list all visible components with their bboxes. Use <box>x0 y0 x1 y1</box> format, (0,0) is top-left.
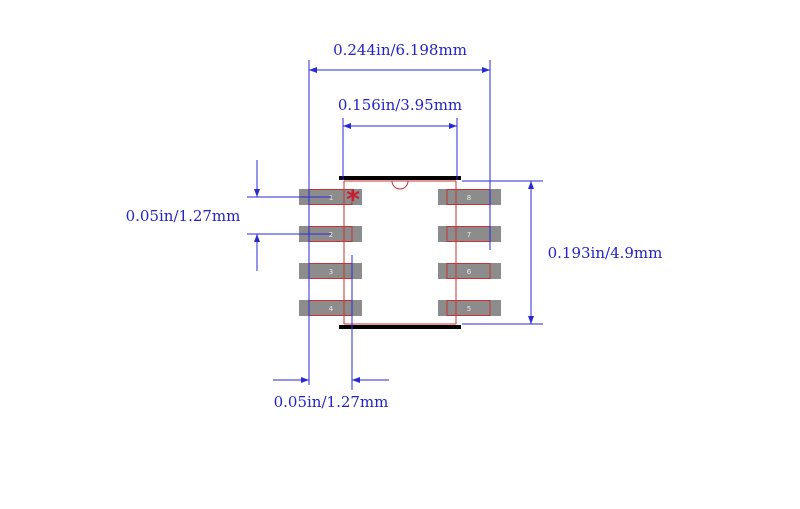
pin-label-3: 3 <box>329 268 333 276</box>
pad-3 <box>299 263 362 279</box>
dim-body-width-label: 0.156in/3.95mm <box>338 96 462 114</box>
dim-pad-width: 0.05in/1.27mm <box>273 255 389 411</box>
pad-5 <box>438 300 501 316</box>
dim-pitch-label: 0.05in/1.27mm <box>126 207 241 225</box>
pin-label-8: 8 <box>467 194 471 202</box>
pin-label-6: 6 <box>467 268 472 276</box>
body-bottom-edge <box>339 325 461 329</box>
pin-label-7: 7 <box>467 231 471 239</box>
pad-4 <box>299 300 362 316</box>
dim-body-height: 0.193in/4.9mm <box>462 180 663 325</box>
right-pads <box>438 189 501 316</box>
dim-overall-width-label: 0.244in/6.198mm <box>333 41 467 59</box>
pin-outline-6 <box>446 263 491 279</box>
body-outline <box>343 180 457 325</box>
pin1-marker: * <box>346 185 360 215</box>
pin-label-4: 4 <box>329 305 334 313</box>
dim-body-width: 0.156in/3.95mm <box>338 96 462 180</box>
pin-label-2: 2 <box>329 231 333 239</box>
dim-pitch: 0.05in/1.27mm <box>126 160 331 271</box>
pin-outline-5 <box>446 300 491 316</box>
pin1-notch <box>391 180 409 190</box>
dim-pad-width-label: 0.05in/1.27mm <box>274 393 389 411</box>
pin-label-1: 1 <box>329 194 333 202</box>
pad-8 <box>438 189 501 205</box>
dim-overall-width: 0.244in/6.198mm <box>308 41 491 385</box>
pin-label-5: 5 <box>467 305 471 313</box>
pin-outlines <box>308 189 491 316</box>
pad-7 <box>438 226 501 242</box>
dim-body-height-label: 0.193in/4.9mm <box>548 244 663 262</box>
pin-labels: 1 2 3 4 8 7 6 5 <box>329 194 472 313</box>
pad-6 <box>438 263 501 279</box>
body-top-edge <box>339 176 461 180</box>
left-pads <box>299 189 362 316</box>
